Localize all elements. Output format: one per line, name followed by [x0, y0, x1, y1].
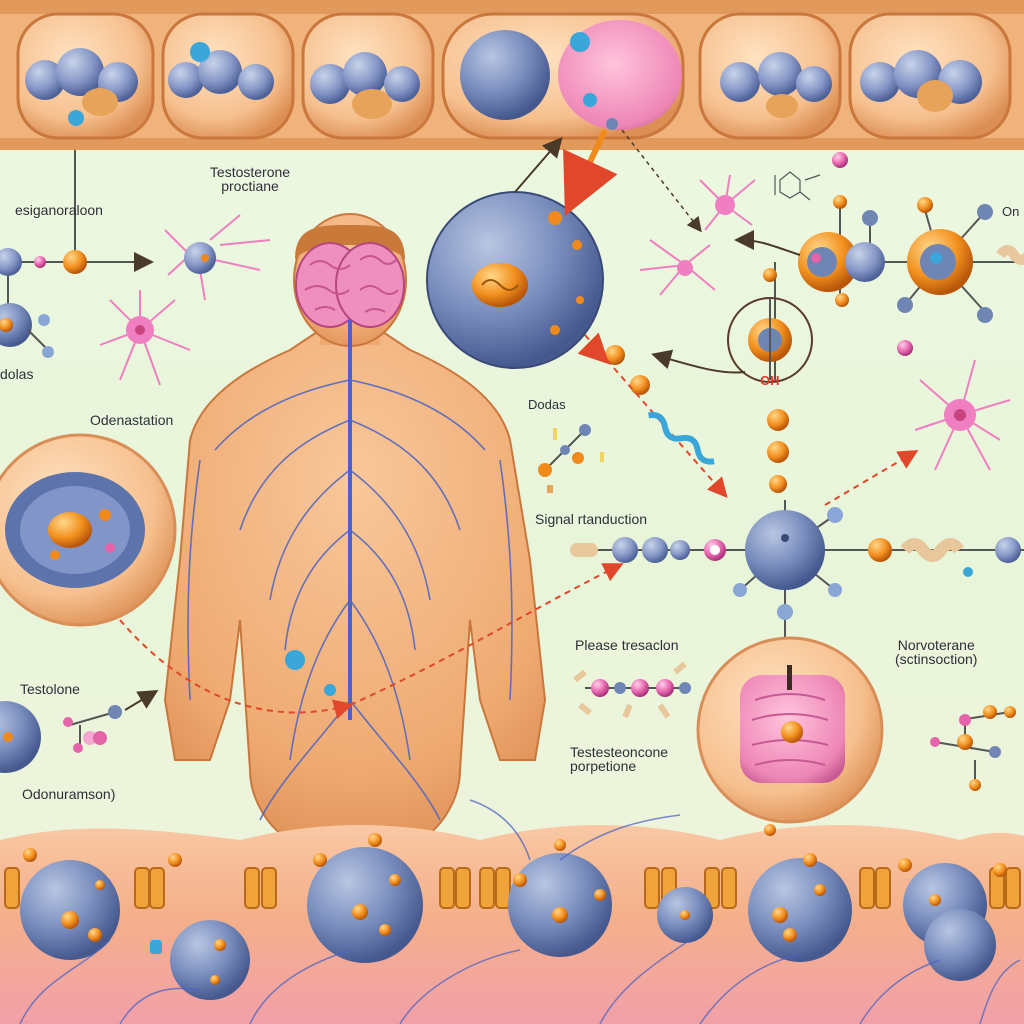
nucleus-cluster: [25, 20, 982, 130]
cell-icon: [696, 636, 884, 824]
label-odenastation: Odenastation: [90, 412, 174, 428]
receptor-icon: [651, 230, 813, 383]
label-testosterone-left: Testolone: [20, 681, 80, 697]
label-testosterone-production-bottom: Testesteoncone porpetione: [570, 744, 669, 774]
neuron-icon: [699, 174, 756, 231]
molecule-icon: [930, 705, 1016, 791]
human-figure: [163, 213, 547, 841]
molecule-icon: [767, 409, 789, 493]
receptor-icon: [648, 411, 715, 465]
label-ion: OH: [760, 373, 780, 388]
label-on: On: [1002, 204, 1020, 219]
label-dodas: Dodas: [528, 397, 566, 412]
cell-icon: [0, 433, 177, 627]
neuron-icon: [914, 359, 1011, 471]
neuron-icon: [99, 290, 191, 386]
cell-icon: [570, 500, 1024, 640]
cell-icon: [426, 191, 604, 369]
top-membrane-band: [0, 0, 1024, 150]
molecule-icon: [573, 661, 691, 719]
molecule-icon: [0, 112, 154, 358]
label-dolas: dolas: [0, 366, 34, 382]
label-norvoterane: Norvoterane (sctinsoction): [895, 637, 978, 667]
molecule-icon: [538, 424, 604, 493]
label-odonuramson: Odonuramson): [22, 786, 116, 802]
label-please-treaction: Please tresaclon: [575, 637, 679, 653]
label-signal-transduction: Signal rtanduction: [535, 511, 648, 527]
bottom-tissue-band: [0, 799, 1024, 1024]
neuron-icon: [164, 214, 271, 301]
molecule-icon: [605, 345, 625, 365]
molecule-icon: [774, 171, 821, 201]
brain-icon: [295, 242, 405, 328]
label-esiganoration: esiganoraloon: [15, 202, 103, 218]
neuron-icon: [639, 239, 716, 296]
molecule-icon: [63, 705, 122, 753]
molecule-icon: [763, 152, 1024, 380]
cell-icon: [0, 701, 41, 773]
label-testosterone-production-top: Testosterone proctiane: [209, 164, 291, 194]
molecule-icon: [630, 375, 650, 395]
